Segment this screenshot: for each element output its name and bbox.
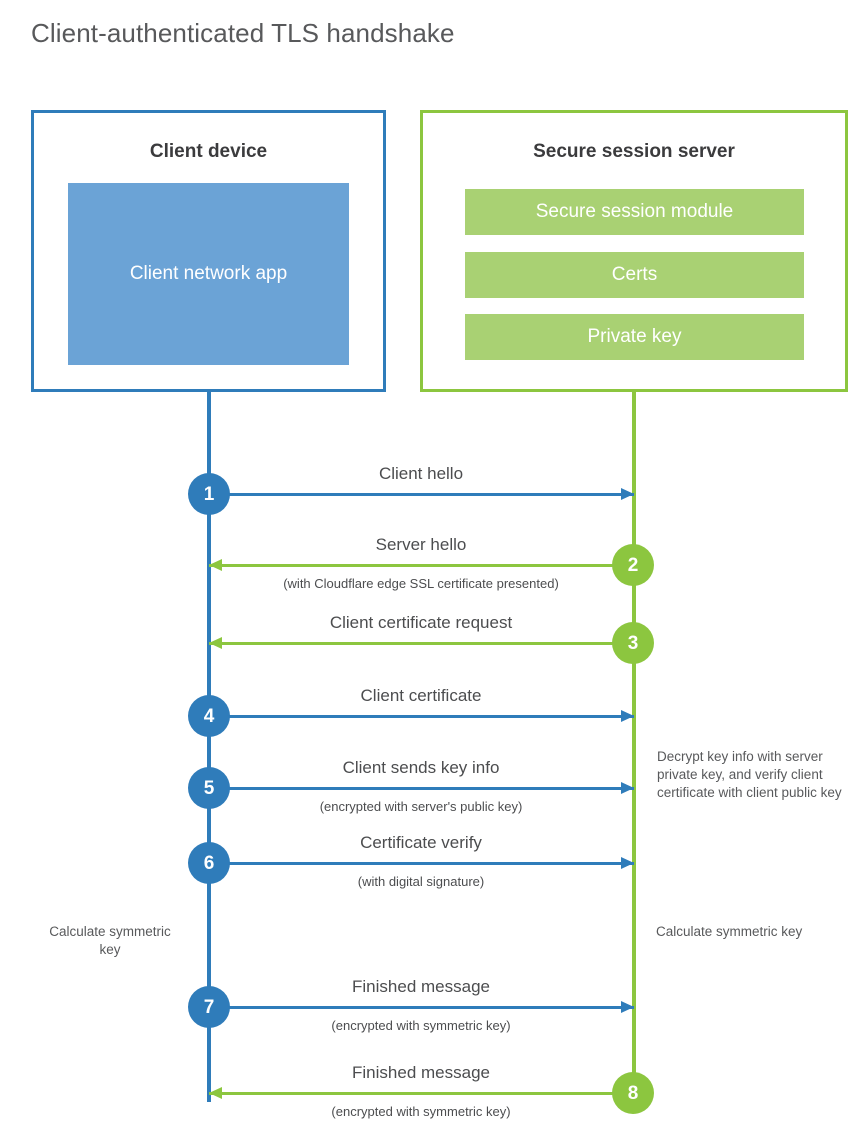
secure-session-server-box: Secure session server Secure session mod… xyxy=(420,110,848,392)
step-number-badge-5[interactable]: 5 xyxy=(188,767,230,809)
step-7-label: Finished message xyxy=(352,977,490,996)
note-server-decrypt: Decrypt key info with server private key… xyxy=(657,749,842,801)
client-device-title: Client device xyxy=(149,141,268,162)
step-2-arrow-line xyxy=(209,564,634,567)
step-2-arrow-head xyxy=(209,559,222,571)
step-6-arrow-head xyxy=(621,857,634,869)
client-device-box: Client device Client network app xyxy=(31,110,386,392)
step-5-sublabel: (encrypted with server's public key) xyxy=(319,799,523,814)
step-4-arrow-line xyxy=(209,715,634,718)
step-number-badge-3[interactable]: 3 xyxy=(612,622,654,664)
step-number-badge-6[interactable]: 6 xyxy=(188,842,230,884)
step-1-arrow-head xyxy=(621,488,634,500)
step-8-label: Finished message xyxy=(352,1063,490,1082)
step-6-arrow-line xyxy=(209,862,634,865)
step-8-sublabel: (encrypted with symmetric key) xyxy=(331,1104,511,1119)
step-number-badge-4[interactable]: 4 xyxy=(188,695,230,737)
note-client-calculate-symmetric-key: Calculate symmetric key xyxy=(49,924,171,958)
step-number-badge-7[interactable]: 7 xyxy=(188,986,230,1028)
step-number-badge-1[interactable]: 1 xyxy=(188,473,230,515)
page-title: Client-authenticated TLS handshake xyxy=(31,18,455,48)
step-7-sublabel: (encrypted with symmetric key) xyxy=(331,1018,511,1033)
server-bar-private-key: Private key xyxy=(465,314,804,360)
step-1-arrow-line xyxy=(209,493,634,496)
step-8-arrow-head xyxy=(209,1087,222,1099)
step-number-badge-8[interactable]: 8 xyxy=(612,1072,654,1114)
step-3-arrow-head xyxy=(209,637,222,649)
server-bar-secure-session-module: Secure session module xyxy=(465,189,804,235)
step-number-badge-2[interactable]: 2 xyxy=(612,544,654,586)
server-lifeline xyxy=(632,392,636,1102)
step-2-sublabel: (with Cloudflare edge SSL certificate pr… xyxy=(283,576,559,591)
step-2-label: Server hello xyxy=(375,535,467,554)
step-5-arrow-head xyxy=(621,782,634,794)
step-6-label: Certificate verify xyxy=(360,833,482,852)
secure-session-server-title: Secure session server xyxy=(533,141,735,162)
step-1-label: Client hello xyxy=(378,464,464,483)
note-server-calculate-symmetric-key: Calculate symmetric key xyxy=(656,924,803,939)
client-lifeline xyxy=(207,392,211,1102)
server-bar-certs: Certs xyxy=(465,252,804,298)
step-4-arrow-head xyxy=(621,710,634,722)
step-3-arrow-line xyxy=(209,642,634,645)
client-network-app-box: Client network app xyxy=(68,183,349,365)
step-5-arrow-line xyxy=(209,787,634,790)
step-4-label: Client certificate xyxy=(360,686,482,705)
step-6-sublabel: (with digital signature) xyxy=(357,874,485,889)
step-8-arrow-line xyxy=(209,1092,634,1095)
step-7-arrow-line xyxy=(209,1006,634,1009)
step-3-label: Client certificate request xyxy=(329,613,513,632)
step-5-label: Client sends key info xyxy=(342,758,500,777)
step-7-arrow-head xyxy=(621,1001,634,1013)
